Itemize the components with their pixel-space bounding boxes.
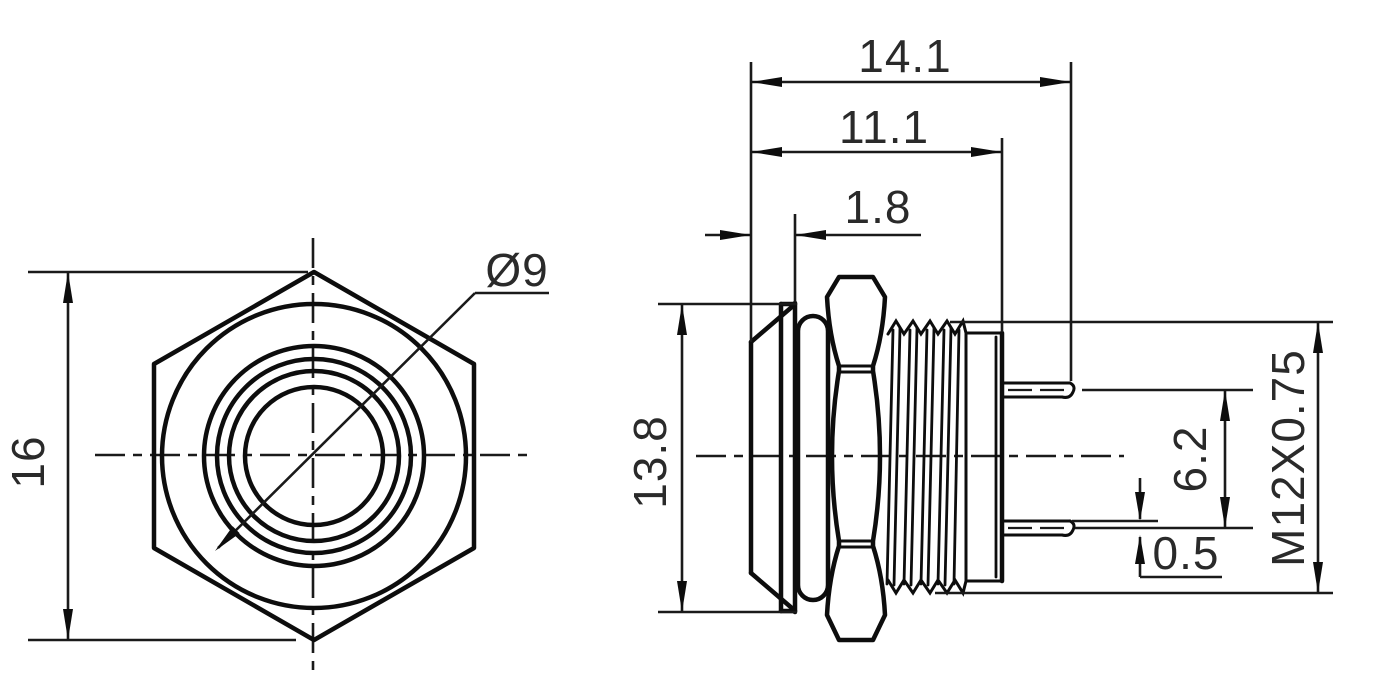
button-cap	[748, 300, 798, 615]
label-body-length: 11.1	[839, 101, 929, 153]
thread-helix-7	[936, 328, 946, 586]
side-view	[658, 62, 1333, 643]
bezel-circle	[201, 343, 427, 569]
cap-chamfer-top	[748, 303, 796, 345]
dim16-arrow-top	[63, 272, 73, 303]
thread-helix-4	[909, 326, 919, 587]
threaded-section	[885, 317, 1005, 597]
label-cap-diameter: 13.8	[624, 415, 676, 509]
thread-crests-bottom	[886, 577, 968, 597]
terminal-pin-upper	[1000, 381, 1076, 399]
label-pin-spacing: 6.2	[1164, 426, 1216, 493]
dim62-arrow-top	[1220, 390, 1230, 421]
dim-14-1	[749, 62, 1073, 381]
terminal-pin-lower	[1000, 519, 1076, 537]
button-outer-circle	[214, 356, 414, 556]
dim16-arrow-bottom	[63, 609, 73, 640]
dim-13-8	[658, 302, 797, 614]
cap-outer-circle	[159, 301, 469, 611]
o-ring	[795, 313, 831, 603]
front-view	[28, 238, 549, 676]
dimension-labels: 14.1 11.1 1.8 Ø9 16 13.8 6.2 0.5 M12X0.7…	[2, 30, 1314, 579]
dim141-arrow-right	[1040, 77, 1071, 87]
dimM12-arrow-bottom	[1313, 562, 1323, 593]
dim111-arrow-left	[751, 147, 782, 157]
dim18-arrow-right	[795, 230, 826, 240]
leader-arrowhead	[215, 526, 240, 551]
thread-helix-5	[919, 328, 929, 586]
dimM12-arrow-top	[1313, 322, 1323, 353]
dim-m12	[935, 320, 1333, 595]
nut-outline	[824, 274, 888, 643]
thread-helix-2	[892, 326, 902, 587]
dim18-arrow-left	[720, 230, 751, 240]
lower-pin-tip-hook	[1060, 519, 1076, 537]
actuator-circle	[242, 384, 386, 528]
dim141-arrow-left	[751, 77, 782, 87]
thread-helix-1	[885, 328, 895, 586]
thread-helix-9	[952, 328, 961, 586]
cap-chamfer-bottom	[748, 570, 796, 612]
label-overall-length: 14.1	[858, 30, 952, 82]
dim138-arrow-bottom	[677, 581, 687, 612]
thread-helix-3	[902, 328, 912, 586]
dim-0-5	[1072, 478, 1222, 579]
thread-helix-6	[926, 326, 936, 587]
diameter-leader	[215, 291, 549, 551]
thread-helix-8	[943, 326, 953, 587]
dim-16	[28, 270, 308, 642]
dim138-arrow-top	[677, 304, 687, 335]
hex-nut-outline	[151, 269, 477, 643]
dim111-arrow-right	[971, 147, 1002, 157]
dim-6-2	[1075, 388, 1253, 530]
button-inner-circle	[226, 368, 402, 544]
label-cap-thickness: 1.8	[845, 181, 912, 233]
label-pin-thickness: 0.5	[1153, 527, 1220, 579]
dim05-arrow-top	[1135, 492, 1145, 521]
label-hex-height: 16	[2, 435, 54, 488]
dim05-arrow-bottom	[1135, 535, 1145, 564]
dim62-arrow-bottom	[1220, 497, 1230, 528]
dim-1-8	[705, 214, 921, 302]
upper-pin-tip-hook	[1060, 381, 1076, 399]
label-diameter: Ø9	[485, 244, 548, 296]
leader-line-diagonal	[217, 292, 476, 549]
label-thread-spec: M12X0.75	[1262, 349, 1314, 567]
dim-11-1	[751, 138, 1004, 332]
hex-nut-side	[824, 274, 888, 643]
